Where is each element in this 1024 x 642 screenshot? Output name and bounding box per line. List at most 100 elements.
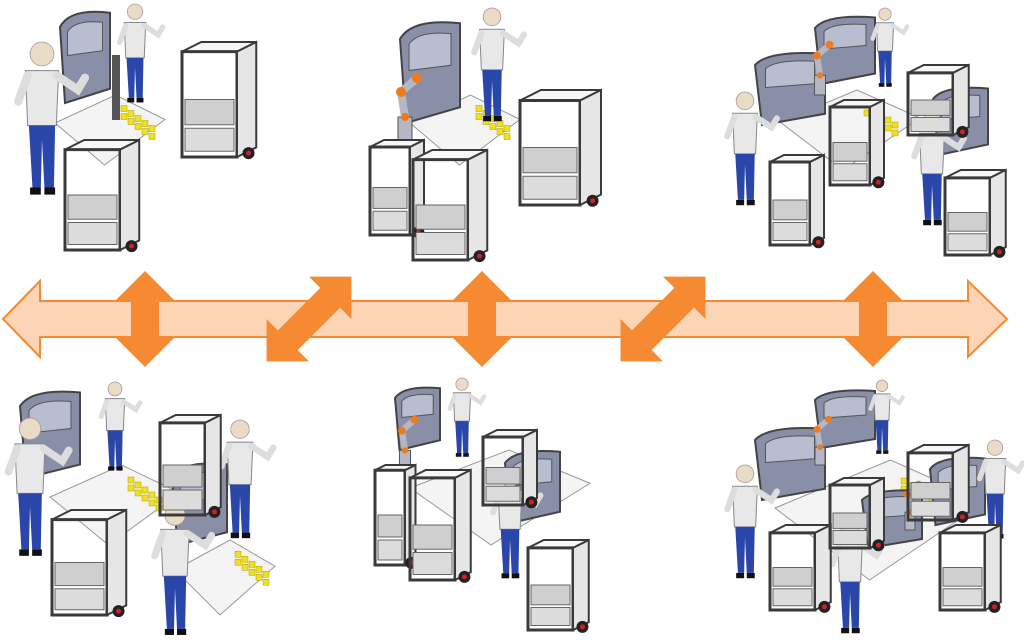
worker-pants [986,493,1004,534]
collaborative-robot-arm [813,415,833,466]
workstation-top-middle [368,7,602,263]
cart-drawer [184,99,235,126]
cart-drawer [832,142,868,162]
assembly-table [54,94,166,166]
worker-shirt [732,485,758,528]
worker-figure [868,379,905,454]
parts-cart [906,443,970,523]
cart-drawer [832,530,868,545]
cart-drawer [530,584,571,606]
worker-shirt [226,441,254,486]
workstation-top-right [724,7,1007,258]
worker-pants [922,173,942,220]
worker-figure [13,41,90,195]
worker-pants [163,576,187,629]
worker-figure [218,419,277,539]
worker-pants [875,420,889,451]
parts-cart [768,153,825,249]
worker-pants [735,526,755,573]
cart-drawer [162,489,203,511]
vertical-double-arrow [844,271,902,367]
vertical-double-arrow [116,271,174,367]
worker-figure [724,91,780,206]
car-door-panel [813,15,876,86]
cart-drawer [772,567,813,587]
parts-cart [943,168,1007,258]
worker-pants [455,421,469,454]
parts-cart [63,138,141,253]
collaborative-robot-arm [397,415,419,471]
cart-drawer [412,524,453,550]
cart-drawer [522,147,578,174]
diagonal-double-arrow [620,276,706,362]
parts-cart [518,88,602,207]
worker-shirt [123,21,147,59]
cart-drawer [412,552,453,575]
cart-drawer [372,187,408,209]
vertical-double-arrow [453,271,511,367]
car-door-panel [753,427,826,502]
worker-shirt [160,528,190,577]
worker-pants [840,581,860,628]
assembly-table [174,539,276,616]
worker-figure [724,464,780,579]
worker-figure [447,377,487,457]
worker-head [455,377,469,391]
worker-shirt [452,392,472,422]
parts-cart [411,148,489,263]
workstation-top-left [13,3,258,253]
worker-pants [28,125,56,188]
worker-shirt [919,132,945,175]
cart-drawer [162,464,203,488]
cart-drawer [772,588,813,607]
worker-head [107,381,123,397]
cart-drawer [947,233,988,252]
worker-pants [500,529,520,574]
worker-head [126,3,144,20]
parts-cart [50,508,128,618]
cart-drawer [485,467,521,485]
worker-head [735,464,755,484]
worker-shirt [875,22,895,52]
scalability-arrows [1,271,1009,367]
parts-cart [481,428,538,509]
cart-drawer [910,500,951,517]
worker-head [878,7,892,21]
parts-cart [158,413,222,518]
cart-drawer [910,99,951,116]
worker-head [735,91,755,111]
worker-pants [735,153,755,200]
workstation-bottom-left [4,381,277,635]
car-door-panel [58,10,111,105]
cart-drawer [832,163,868,182]
cart-drawer [530,607,571,626]
workstation-illustrations [4,3,1024,635]
worker-shirt [873,393,891,421]
parts-cart [828,476,885,552]
worker-pants [229,484,251,533]
parts-cart [938,523,1002,613]
car-door-panel [753,52,826,127]
parts-cart [828,98,885,189]
worker-shirt [983,457,1007,495]
cart-drawer [377,539,403,561]
cart-drawer [377,514,403,538]
worker-figure [116,3,166,103]
worker-head [230,419,250,439]
main-double-arrow [1,278,1009,360]
cart-drawer [184,127,235,152]
car-door-panel [813,389,876,450]
cart-drawer [54,588,105,611]
worker-pants [107,430,123,467]
worker-shirt [732,112,758,155]
worker-figure [98,381,143,471]
worker-figure [976,439,1024,539]
cart-drawer [772,199,808,221]
cart-drawer [67,222,118,245]
worker-pants [878,51,892,84]
worker-head [482,7,502,27]
cart-drawer [910,117,951,132]
worker-figure [870,7,910,87]
cart-drawer [372,210,408,231]
